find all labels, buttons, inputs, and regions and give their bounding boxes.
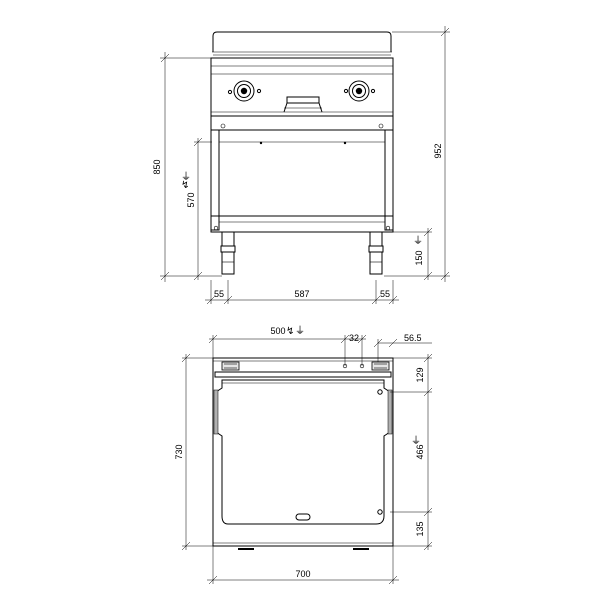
- dim-right-depths: 129 466 ⏚ 135: [390, 353, 433, 551]
- drain-handle: [283, 96, 323, 113]
- dim-leg-height: 850: [152, 52, 222, 282]
- back-splash: [214, 371, 392, 378]
- top-outline: [212, 357, 394, 547]
- right-leg: [368, 231, 384, 275]
- drain-water-icon: ⏚: [411, 435, 421, 447]
- right-post: [384, 129, 394, 231]
- dim-overall-height-label: 952: [433, 143, 443, 158]
- left-side-splash: [213, 389, 219, 435]
- dim-right-offset: 56.5: [373, 333, 432, 362]
- water-connection-icon: ⏚: [413, 235, 423, 247]
- dim-leg-height-label: 850: [152, 159, 162, 174]
- dim-connection-x-label: 500: [270, 326, 285, 336]
- dim-front-depth-label: 135: [415, 521, 425, 536]
- dim-connection-height-label: 570: [186, 192, 196, 207]
- cooking-plate: [215, 379, 391, 525]
- dim-connection-position: 500 ↯ ⏚ 32: [208, 325, 367, 366]
- drain-slot: [295, 513, 311, 521]
- dim-top-width: 700: [207, 546, 399, 585]
- left-leg: [220, 231, 236, 275]
- left-post: [210, 129, 220, 231]
- electric-top-icon: ↯: [286, 326, 294, 337]
- dim-back-depth-label: 129: [415, 367, 425, 382]
- dim-drain-depth-label: 466: [415, 444, 425, 459]
- dim-side-depth-label: 730: [174, 444, 184, 459]
- dim-overall-height: 952: [384, 26, 450, 282]
- right-side-splash: [387, 389, 393, 435]
- lower-shelf: [210, 215, 394, 233]
- frame-top-rail: [210, 115, 394, 131]
- water-inlet-icon: ⏚: [181, 171, 191, 183]
- water-top-icon: ⏚: [295, 325, 305, 337]
- dim-foot-height-label: 150: [414, 250, 424, 265]
- dim-right-offset-label: 56.5: [404, 333, 422, 343]
- dim-width-inner-label: 587: [294, 289, 309, 299]
- right-connection-block: [371, 361, 390, 371]
- dim-connection-height: 570 ↯ ⏚: [181, 137, 212, 281]
- right-knob: [343, 80, 376, 102]
- griddle-plate: [212, 31, 392, 52]
- electric-connection-icon: ↯: [181, 180, 189, 191]
- dim-foot-height: 150 ⏚: [393, 227, 433, 281]
- front-view: 952 150 ⏚ 850 570 ↯ ⏚: [152, 26, 450, 305]
- left-knob: [227, 80, 262, 102]
- dim-front-widths: 55 587 55: [205, 280, 399, 305]
- left-connection-block: [221, 361, 240, 371]
- dim-connection-gap-label: 32: [349, 333, 359, 343]
- dim-side-right-label: 55: [380, 289, 390, 299]
- dim-side-left-label: 55: [214, 289, 224, 299]
- dim-side-depth: 730: [174, 353, 213, 551]
- dim-top-width-label: 700: [295, 569, 310, 579]
- top-view: 500 ↯ ⏚ 32 56.5 129 466 ⏚ 135: [174, 325, 433, 585]
